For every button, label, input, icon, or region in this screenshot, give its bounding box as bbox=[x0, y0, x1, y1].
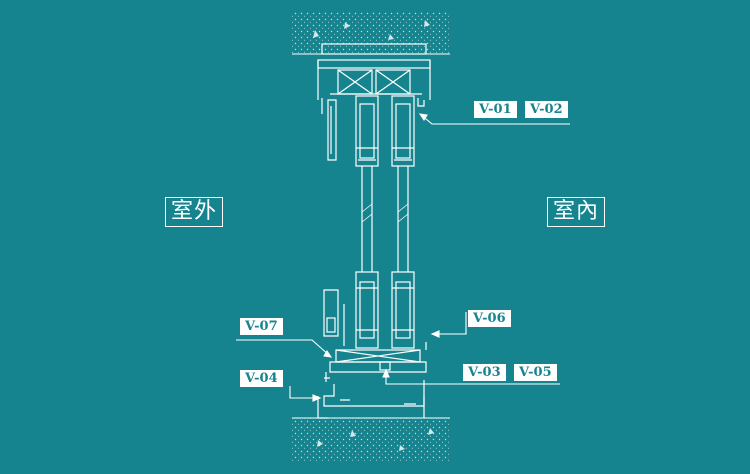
leader-lines bbox=[236, 113, 570, 402]
leader-v06 bbox=[434, 312, 467, 335]
tag-v02: V-02 bbox=[525, 101, 568, 118]
exterior-label: 室外 bbox=[165, 197, 224, 227]
leader-v04 bbox=[289, 386, 318, 399]
tag-v07: V-07 bbox=[240, 318, 283, 335]
tag-v01: V-01 bbox=[474, 101, 517, 118]
tag-v04: V-04 bbox=[240, 370, 283, 387]
interior-label: 室內 bbox=[547, 197, 606, 227]
tag-v03: V-03 bbox=[463, 364, 506, 381]
top-wall-hatch bbox=[292, 12, 450, 55]
frame-linework bbox=[317, 43, 431, 419]
leader-v07 bbox=[236, 339, 331, 357]
bottom-wall-hatch bbox=[292, 417, 450, 462]
tag-v06: V-06 bbox=[468, 310, 511, 327]
tag-v05: V-05 bbox=[514, 364, 557, 381]
